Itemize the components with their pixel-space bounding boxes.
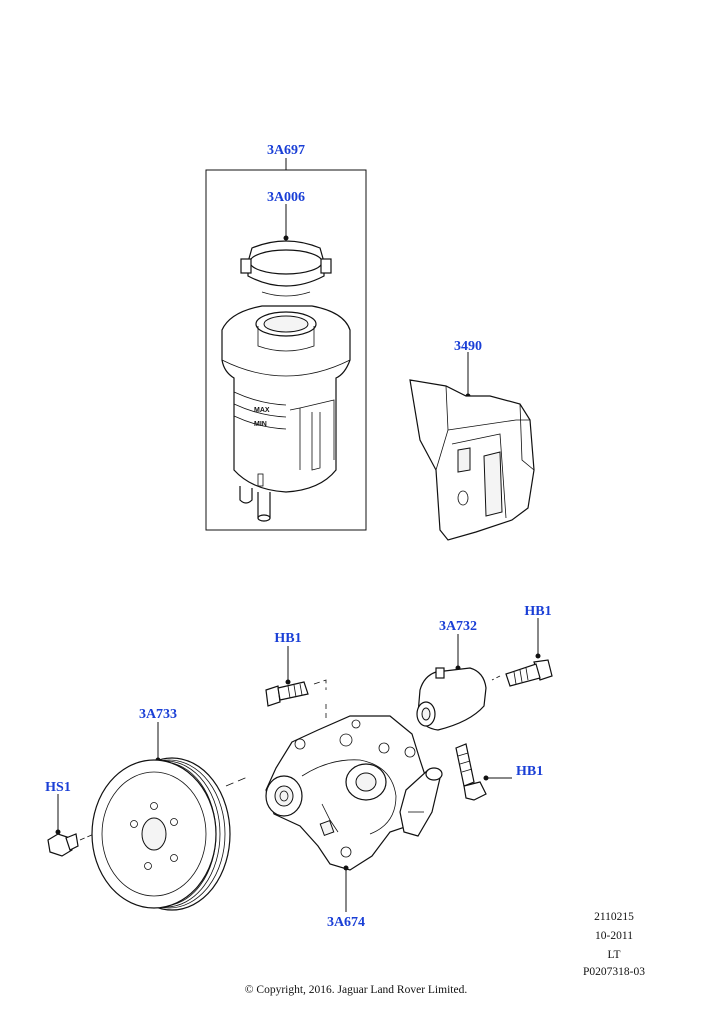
callout-hb1-right[interactable]: HB1 (524, 604, 551, 619)
spacer-3a732 (416, 634, 487, 731)
copyright-notice: © Copyright, 2016. Jaguar Land Rover Lim… (245, 984, 468, 996)
callout-3a697[interactable]: 3A697 (267, 143, 305, 158)
pump-pulley (91, 722, 231, 911)
reservoir-assembly: 3A697 3A006 MAX (205, 143, 367, 531)
callout-3a006[interactable]: 3A006 (267, 190, 305, 205)
bolt-hb1-vertical (455, 743, 512, 801)
max-mark: MAX (254, 407, 270, 414)
bolt-hs1 (47, 794, 95, 857)
callout-hb1-vertical[interactable]: HB1 (516, 764, 543, 779)
callout-hs1[interactable]: HS1 (45, 780, 71, 795)
info-line-3: LT (608, 949, 621, 961)
info-block: 2110215 10-2011 LT P0207318-03 (583, 911, 645, 978)
reservoir-cap (240, 204, 332, 297)
bolt-hb1-right (491, 618, 553, 687)
reservoir-body: MAX MIN (221, 305, 351, 522)
bolt-hb1-left (265, 646, 327, 707)
info-line-4: P0207318-03 (583, 966, 645, 978)
callout-3a674[interactable]: 3A674 (327, 915, 365, 930)
callout-3490[interactable]: 3490 (454, 339, 482, 354)
callout-hb1-left[interactable]: HB1 (274, 631, 301, 646)
info-line-2: 10-2011 (595, 930, 633, 942)
callout-3a733[interactable]: 3A733 (139, 707, 177, 722)
min-mark: MIN (254, 421, 267, 428)
callout-3a732[interactable]: 3A732 (439, 619, 477, 634)
reservoir-bracket (409, 352, 535, 541)
power-steering-pump (265, 704, 443, 912)
info-line-1: 2110215 (594, 911, 634, 923)
